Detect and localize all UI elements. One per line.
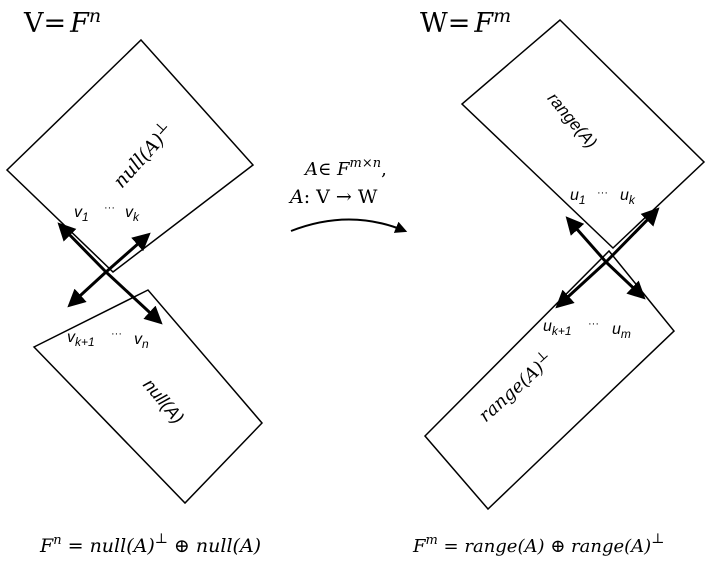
right-arrow-down-left (555, 260, 608, 309)
left-direct-sum-equation: Fn = null(A)⊥ ⊕ null(A) (39, 531, 261, 557)
right-arrow-up-left (565, 216, 608, 263)
map-function-label: A: V → W (288, 186, 378, 208)
left-arrow-down-left (67, 270, 108, 308)
nullspace-label: null(A) (139, 375, 188, 428)
left-top-basis-last: vk (125, 204, 140, 224)
right-bottom-basis-dots: ··· (588, 318, 599, 330)
right-top-basis-dots: ··· (597, 187, 608, 199)
right-direct-sum-equation: Fm = range(A) ⊕ range(A)⊥ (412, 531, 664, 557)
left-arrow-down-right (104, 270, 163, 325)
left-space-title: V=Fn (23, 5, 101, 39)
right-space-title: W=Fm (420, 5, 511, 39)
right-bottom-basis-first: uk+1 (543, 318, 572, 338)
right-bottom-basis-last: um (612, 321, 631, 341)
left-bottom-basis-dots: ··· (111, 328, 122, 340)
right-top-basis-last: uk (620, 187, 636, 207)
nullspace-box (32, 289, 264, 505)
nullspace-perp-label: null(A)⊥ (107, 118, 178, 193)
left-basis-arrows (57, 222, 163, 325)
range-perp-label: range(A)⊥ (473, 347, 558, 427)
left-top-basis-first: v1 (74, 204, 89, 224)
left-arrow-up-right (105, 232, 151, 274)
map-arrow (290, 218, 408, 233)
range-label: range(A) (544, 89, 601, 152)
right-arrow-up-right (604, 207, 660, 264)
range-box (460, 18, 706, 250)
left-top-basis-dots: ··· (104, 202, 115, 214)
range-perp-box (423, 249, 676, 511)
left-bottom-basis-last: vn (134, 331, 149, 351)
left-arrow-up-left (57, 222, 108, 274)
left-bottom-basis-first: vk+1 (67, 329, 95, 349)
right-basis-arrows (555, 207, 660, 309)
map-matrix-label: A∈ Fm×n, (303, 156, 387, 180)
right-arrow-down-right (604, 260, 646, 300)
right-top-basis-first: u1 (570, 187, 586, 207)
nullspace-perp-box (5, 38, 255, 273)
